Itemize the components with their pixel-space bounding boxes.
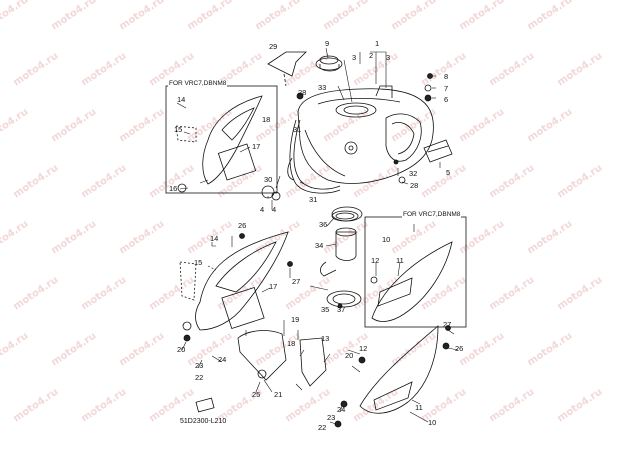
callout-10: 10 [428,418,437,427]
callout-20: 20 [345,351,354,360]
callout-4: 4 [260,205,265,214]
callout-15: 15 [174,125,183,134]
drain-hose [289,119,341,194]
callout-35: 35 [321,305,330,314]
callout-14: 14 [210,234,219,243]
callout-27: 27 [292,277,301,286]
side-cover-right [359,325,439,414]
right-box-title: FOR VRC7,DBNM8 [402,211,462,218]
callout-28: 28 [298,88,307,97]
callout-36: 36 [319,220,328,229]
side-cover-left-variant [175,95,263,185]
left-box-title: FOR VRC7,DBNM8 [168,80,228,87]
callout-18: 18 [287,339,296,348]
callout-34: 34 [315,241,324,250]
callout-1: 1 [375,39,380,48]
callout-18: 18 [262,115,271,124]
fuel-tank [297,85,434,184]
callout-33: 33 [318,83,327,92]
callout-6: 6 [444,95,449,104]
callout-9: 9 [325,39,330,48]
callout-28: 28 [410,181,419,190]
callout-10: 10 [382,235,391,244]
callout-22: 22 [318,423,327,432]
callout-24: 24 [218,355,227,364]
callout-14: 14 [177,95,186,104]
callout-2: 2 [369,51,374,60]
book-icon [195,397,215,413]
callout-15: 15 [194,258,203,267]
damper-block [423,139,453,163]
callout-11: 11 [396,256,404,265]
callout-12: 12 [359,344,368,353]
callout-24: 24 [337,405,346,414]
callout-3: 3 [352,53,357,62]
side-cover-right-variant [371,241,453,322]
callout-8: 8 [444,72,449,81]
callout-32: 32 [409,169,418,178]
callout-31: 31 [309,195,318,204]
callout-29: 29 [269,42,278,51]
callout-7: 7 [444,84,449,93]
callout-25: 25 [252,390,261,399]
bracket-13 [299,337,327,387]
callout-5: 5 [446,168,451,177]
callout-4: 4 [272,205,277,214]
fasteners [177,73,451,428]
callout-37: 37 [337,305,346,314]
gasket-36 [331,206,363,222]
callout-30: 30 [264,175,273,184]
diagram-code: 51D2300-L210 [180,418,227,425]
callout-11: 11 [415,403,423,412]
side-cover-left [179,231,289,331]
callout-27: 27 [443,320,452,329]
callout-31: 31 [293,125,302,134]
right-variant-box [364,216,467,328]
callout-21: 21 [274,390,283,399]
callout-17: 17 [252,142,261,151]
callout-26: 26 [455,344,464,353]
lower-cover-21 [237,330,287,381]
callout-13: 13 [321,334,330,343]
callout-3: 3 [386,53,391,62]
fuel-cap [315,55,343,72]
callout-16: 16 [169,184,178,193]
callout-23: 23 [195,361,204,370]
callout-22: 22 [195,373,204,382]
callout-19: 19 [291,315,300,324]
callout-17: 17 [269,282,278,291]
callout-26: 26 [238,221,247,230]
callout-20: 20 [177,345,186,354]
callout-23: 23 [327,413,336,422]
callout-12: 12 [371,256,380,265]
bracket-29 [267,51,307,77]
fuel-pump-unit [320,210,362,308]
